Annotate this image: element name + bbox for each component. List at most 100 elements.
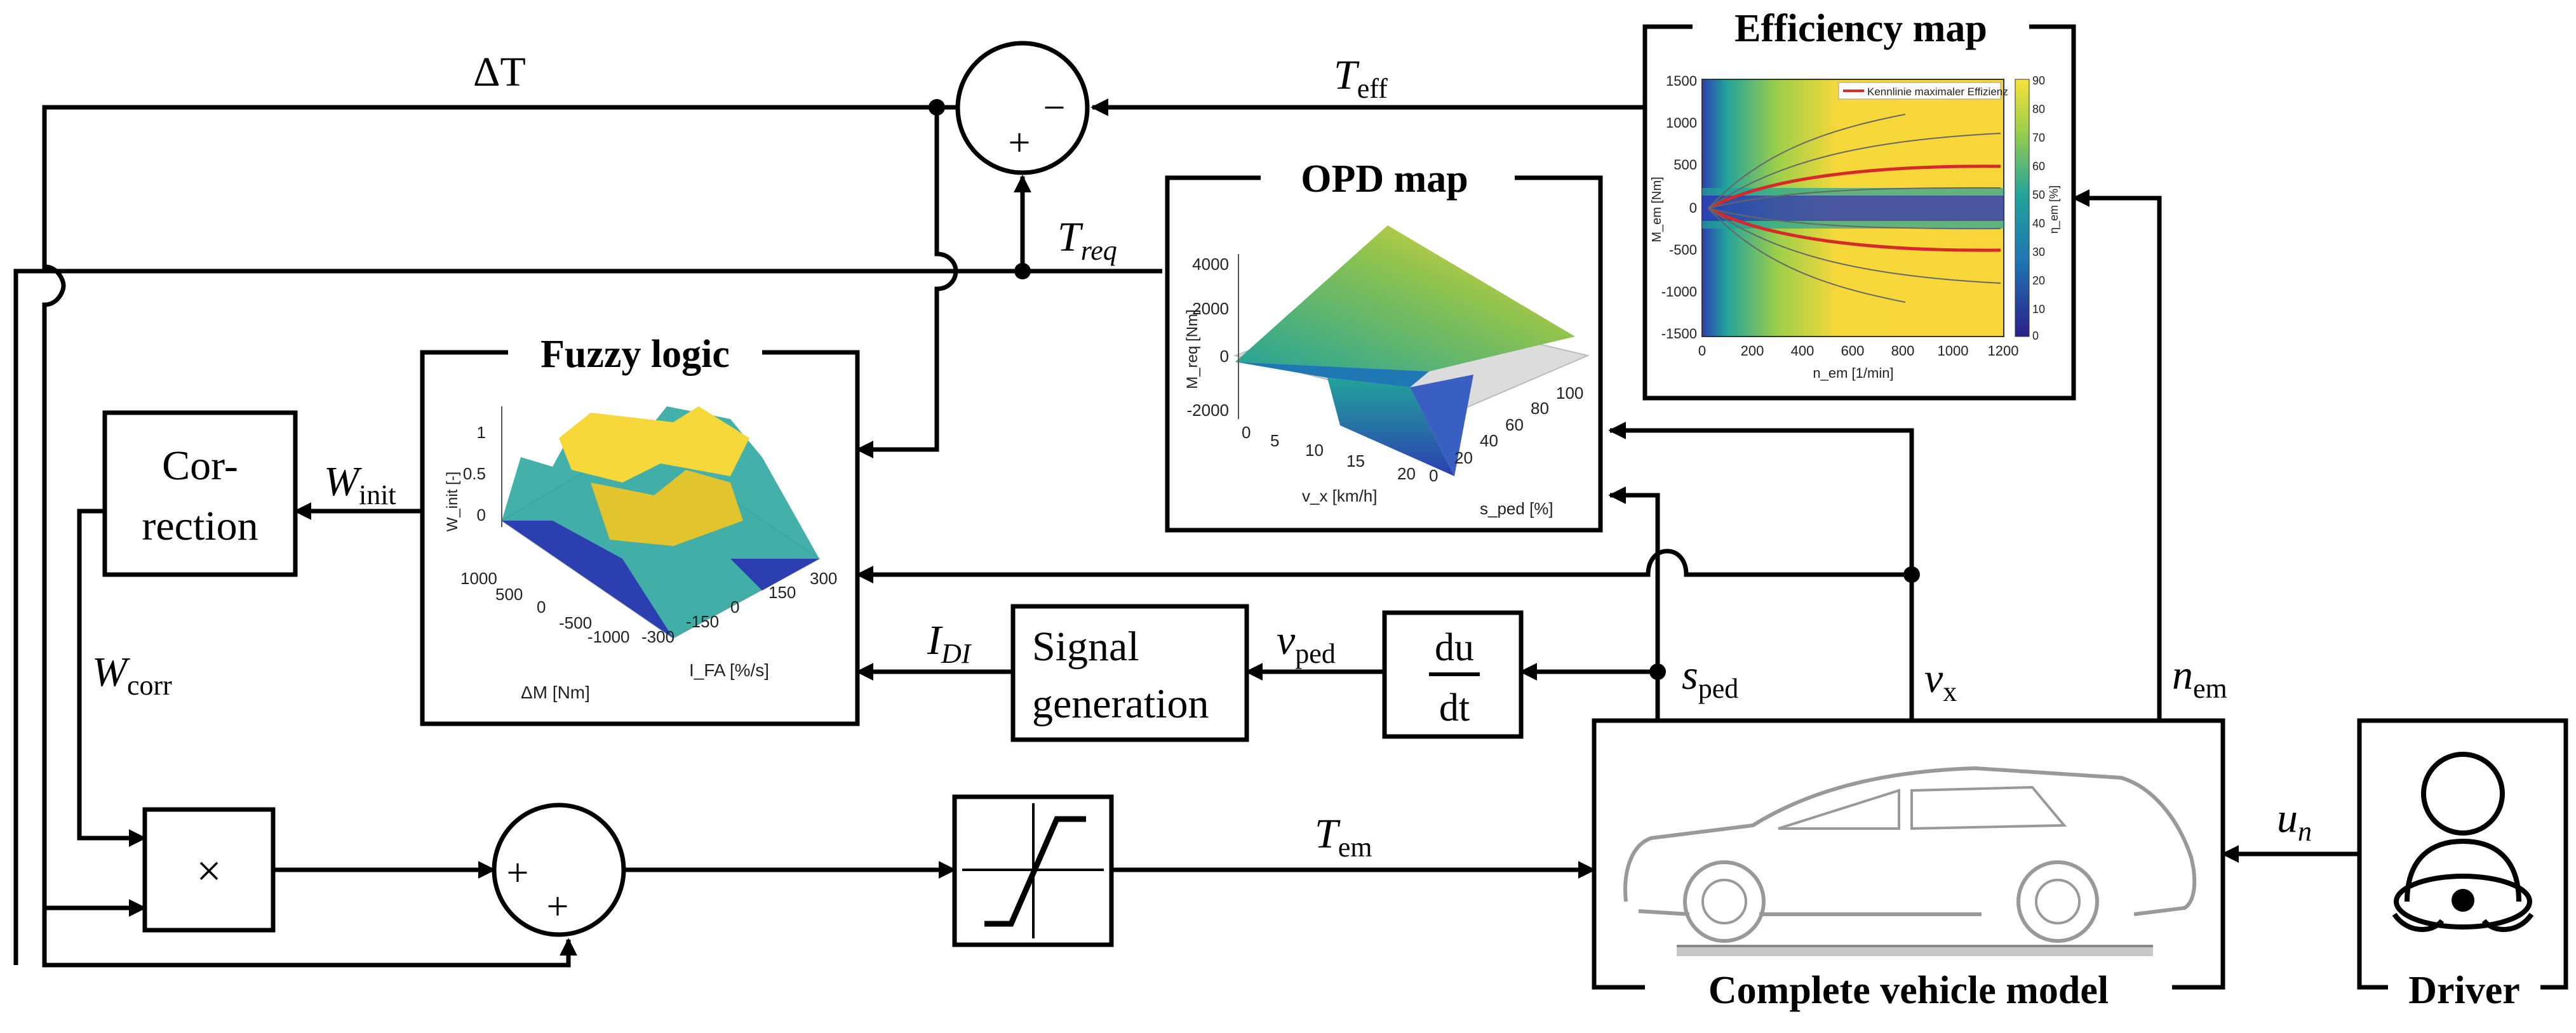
efficiency-x-tick: 800 — [1891, 343, 1915, 359]
t-em-label: Tem — [1315, 811, 1372, 863]
fuzzy-ifa-tick: 0 — [730, 597, 739, 616]
road-ground — [1677, 945, 2153, 956]
signal-labels: ΔT Teff Treq Winit Wcorr IDI vped sped v… — [92, 49, 2312, 863]
efficiency-x-tick: 600 — [1841, 343, 1865, 359]
fuzzy-z-tick: 1 — [477, 423, 486, 442]
opd-z-tick: 2000 — [1192, 299, 1229, 318]
vehicle-model-block: Complete vehicle model — [1592, 718, 2225, 1013]
fuzzy-dm-ticks: 1000 500 0 -500 -1000 — [460, 569, 630, 646]
opd-y-label: s_ped [%] — [1480, 499, 1553, 518]
efficiency-cb-tick: 50 — [2032, 189, 2045, 201]
fuzzy-dm-tick: -500 — [559, 613, 592, 632]
efficiency-map-block: Efficiency map Kennlinie maximaler Effiz… — [1642, 5, 2076, 401]
fuzzy-z-label: W_init [-] — [444, 472, 461, 532]
opd-map-block: OPD map 4000 2000 0 -2000 M_req [Nm] 0 5… — [1165, 156, 1603, 533]
efficiency-contour-plot: Kennlinie maximaler Effizienz — [1701, 79, 2030, 337]
efficiency-x-tick: 400 — [1791, 343, 1815, 359]
opd-s-tick: 100 — [1556, 383, 1583, 403]
efficiency-colorbar-ticks: 90 80 70 60 50 40 30 20 10 0 — [2032, 74, 2045, 342]
fuzzy-surface-plot — [500, 406, 821, 639]
fuzzy-ifa-tick: -150 — [686, 612, 719, 631]
multiply-symbol: × — [196, 847, 221, 896]
opd-s-tick: 20 — [1454, 448, 1473, 467]
opd-s-tick: 0 — [1429, 466, 1438, 485]
signal-generation-line1: Signal — [1032, 623, 1139, 670]
efficiency-x-tick: 1200 — [1988, 343, 2019, 359]
fuzzy-x-label: ΔM [Nm] — [521, 683, 590, 702]
saturation-block — [952, 794, 1114, 947]
fuzzy-ifa-tick: 300 — [810, 569, 837, 588]
v-ped-label: vped — [1277, 617, 1336, 669]
multiply-block: × — [142, 807, 276, 933]
correction-block: Cor- rection — [102, 410, 298, 577]
efficiency-y-ticks: 1500 1000 500 0 -500 -1000 -1500 — [1661, 73, 1697, 342]
wires — [13, 98, 2359, 968]
sum-bottom-plus-lower: + — [547, 885, 569, 928]
efficiency-cb-tick: 0 — [2032, 330, 2039, 342]
opd-z-tick: -2000 — [1187, 401, 1230, 420]
efficiency-y-label: M_em [Nm] — [1650, 177, 1664, 242]
t-eff-label: Teff — [1334, 52, 1388, 104]
opd-z-tick: 0 — [1220, 347, 1229, 366]
fuzzy-dm-tick: 1000 — [460, 569, 497, 588]
vehicle-model-title: Complete vehicle model — [1708, 969, 2109, 1012]
correction-label-line1: Cor- — [162, 443, 238, 489]
fuzzy-z-tick: 0.5 — [463, 464, 486, 483]
efficiency-x-tick: 1000 — [1938, 343, 1969, 359]
fuzzy-dm-tick: 500 — [495, 585, 523, 604]
fuzzy-ifa-tick: 150 — [768, 583, 796, 602]
opd-v-tick: 15 — [1346, 451, 1365, 470]
driver-block: Driver — [2357, 718, 2568, 1013]
fuzzy-ifa-ticks: -300 -150 0 150 300 — [641, 569, 837, 646]
v-x-label: vx — [1924, 655, 1957, 707]
opd-s-ticks: 0 20 40 60 80 100 — [1429, 383, 1583, 485]
sum-bottom-plus-left: + — [507, 851, 529, 895]
i-di-label: IDI — [927, 617, 972, 669]
signal-generation-block: Signal generation — [1010, 604, 1249, 742]
sum-top-plus: + — [1009, 121, 1031, 164]
fuzzy-dm-tick: 0 — [537, 597, 546, 616]
efficiency-cb-tick: 10 — [2032, 303, 2045, 316]
efficiency-y-tick: 1000 — [1666, 115, 1697, 131]
efficiency-y-tick: 500 — [1674, 157, 1697, 173]
efficiency-y-tick: 0 — [1689, 200, 1697, 216]
fuzzy-dm-tick: -1000 — [587, 627, 630, 646]
s-ped-label: sped — [1682, 652, 1738, 704]
efficiency-y-tick: 1500 — [1666, 73, 1697, 89]
w-corr-label: Wcorr — [92, 649, 172, 701]
n-em-label: nem — [2172, 652, 2227, 704]
w-init-label: Winit — [324, 458, 396, 510]
opd-s-tick: 60 — [1505, 415, 1524, 434]
fuzzy-logic-block: Fuzzy logic 1 0.5 0 W_init [-] 1000 500 … — [420, 330, 860, 726]
efficiency-legend-text: Kennlinie maximaler Effizienz — [1867, 86, 2008, 98]
t-req-label: Treq — [1057, 214, 1117, 266]
efficiency-cb-tick: 60 — [2032, 160, 2045, 173]
driver-icon — [2392, 752, 2534, 932]
efficiency-y-tick: -500 — [1669, 242, 1697, 258]
efficiency-x-tick: 200 — [1741, 343, 1764, 359]
driver-title: Driver — [2408, 969, 2520, 1012]
fuzzy-y-label: I_FA [%/s] — [689, 660, 769, 680]
saturation-curve — [984, 816, 1086, 927]
signal-generation-line2: generation — [1032, 681, 1209, 727]
efficiency-cb-tick: 30 — [2032, 246, 2045, 258]
opd-v-ticks: 0 5 10 15 20 — [1242, 423, 1416, 483]
fuzzy-z-tick: 0 — [477, 505, 486, 524]
opd-z-label: M_req [Nm] — [1184, 309, 1201, 389]
opd-v-tick: 0 — [1242, 423, 1251, 442]
opd-s-tick: 80 — [1531, 399, 1549, 418]
efficiency-x-label: n_em [1/min] — [1813, 365, 1893, 381]
efficiency-colorbar-label: η_em [%] — [2048, 185, 2061, 234]
opd-s-tick: 40 — [1480, 431, 1498, 450]
opd-z-tick: 4000 — [1192, 255, 1229, 274]
car-icon — [1623, 766, 2197, 943]
efficiency-x-tick: 0 — [1698, 343, 1706, 359]
opd-map-title: OPD map — [1301, 157, 1468, 201]
opd-surface-plot — [1233, 225, 1590, 476]
efficiency-x-ticks: 0 200 400 600 800 1000 1200 — [1698, 343, 2019, 359]
efficiency-y-tick: -1000 — [1661, 284, 1697, 300]
sum-top-junction: − + — [955, 41, 1090, 175]
derivative-numerator: du — [1435, 626, 1474, 669]
u-n-label: un — [2277, 795, 2312, 847]
